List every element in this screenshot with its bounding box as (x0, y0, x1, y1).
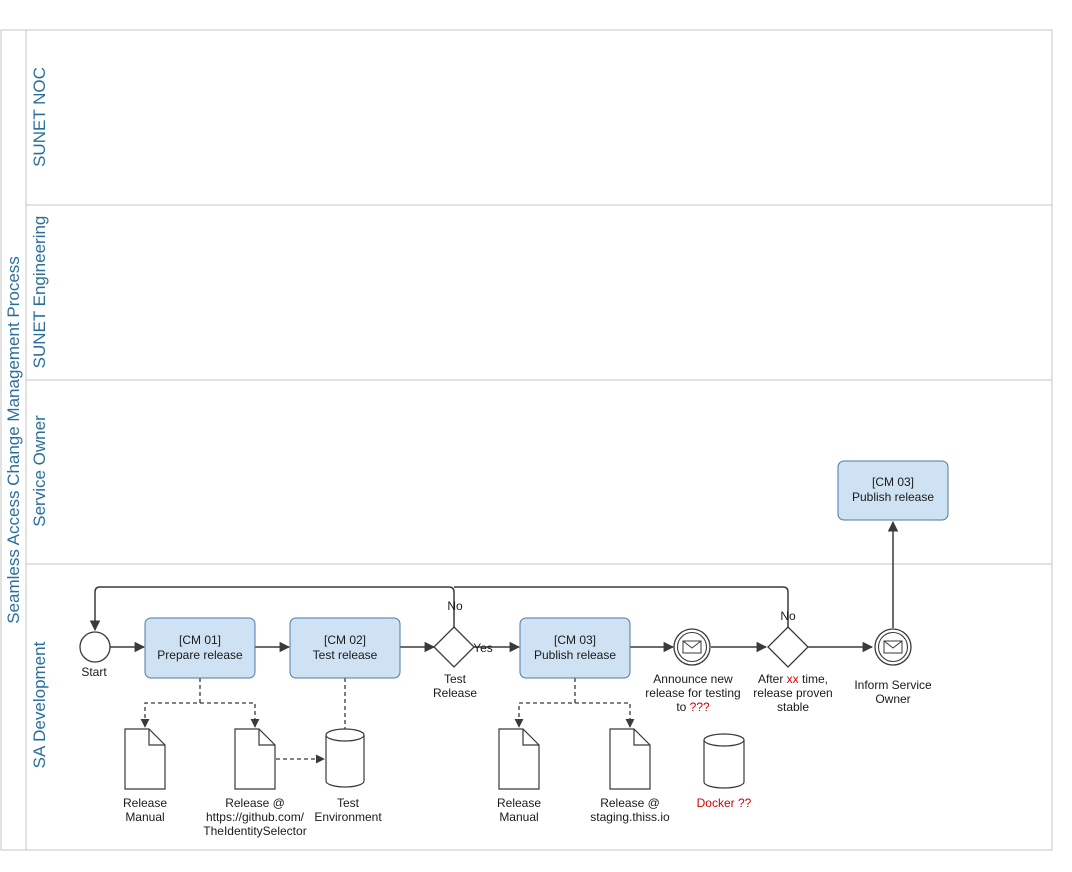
inform-label-2: Owner (875, 692, 910, 706)
datastore-docker[interactable] (703, 733, 745, 789)
task-cm03-owner-id: [CM 03] (872, 475, 914, 489)
task-cm01-label: Prepare release (157, 648, 243, 662)
gateway-after-time-label-2: release proven (753, 686, 832, 700)
datastore-test-environment[interactable] (325, 728, 365, 788)
task-cm03-dev-label: Publish release (534, 648, 616, 662)
gateway-after-time-red: xx (787, 672, 799, 686)
task-cm02-label: Test release (313, 648, 378, 662)
document-release-staging[interactable] (609, 728, 651, 790)
release-manual-2-label-2: Manual (499, 810, 538, 824)
release-github-label-2: https://github.com/ (206, 810, 305, 824)
announce-label-1: Announce new (653, 672, 733, 686)
envelope-icon (682, 640, 702, 654)
gateway-test-release[interactable] (433, 626, 475, 668)
start-label: Start (81, 665, 107, 679)
lane-title-sunet-noc: SUNET NOC (30, 67, 49, 167)
release-manual-2-label-1: Release (497, 796, 541, 810)
envelope-icon (883, 640, 903, 654)
association-flows (140, 678, 635, 764)
pool (0, 29, 1053, 851)
release-manual-1-label-1: Release (123, 796, 167, 810)
pool-title: Seamless Access Change Management Proces… (4, 256, 23, 624)
gateway-test-release-label-1: Test (444, 672, 467, 686)
test-environment-label-2: Environment (314, 810, 382, 824)
docker-label: Docker ?? (697, 796, 752, 810)
gateway-after-time-prefix: After (758, 672, 787, 686)
document-release-manual-1[interactable] (124, 728, 166, 790)
document-release-github[interactable] (234, 728, 276, 790)
announce-label-3-red: ??? (690, 700, 710, 714)
message-event-inform[interactable] (874, 628, 912, 666)
gateway-after-time-label-3: stable (777, 700, 809, 714)
document-release-manual-2[interactable] (498, 728, 540, 790)
gateway-test-release-no: No (447, 599, 463, 613)
test-environment-label-1: Test (337, 796, 360, 810)
task-cm03-owner-label: Publish release (852, 490, 934, 504)
announce-label-2: release for testing (645, 686, 740, 700)
task-cm03-publish-release-dev[interactable]: [CM 03] Publish release (519, 617, 631, 679)
message-event-announce[interactable] (673, 628, 711, 666)
task-cm02-test-release[interactable]: [CM 02] Test release (289, 617, 401, 679)
start-event[interactable] (79, 631, 111, 663)
announce-label-3-prefix: to (676, 700, 689, 714)
gateway-after-time-no: No (780, 609, 796, 623)
lane-title-sunet-engineering: SUNET Engineering (30, 216, 49, 369)
gateway-after-time-label-1: After xx time, (758, 672, 828, 686)
release-staging-label-2: staging.thiss.io (590, 810, 670, 824)
gateway-after-time[interactable] (767, 626, 809, 668)
task-cm03-dev-id: [CM 03] (554, 633, 596, 647)
task-cm01-prepare-release[interactable]: [CM 01] Prepare release (144, 617, 256, 679)
release-github-label-3: TheIdentitySelector (203, 824, 306, 838)
task-cm03-publish-release-owner[interactable]: [CM 03] Publish release (837, 460, 949, 521)
task-cm01-id: [CM 01] (179, 633, 221, 647)
inform-label-1: Inform Service (854, 678, 932, 692)
lane-title-sa-development: SA Development (30, 641, 49, 768)
release-staging-label-1: Release @ (600, 796, 660, 810)
gateway-test-release-yes: Yes (473, 641, 493, 655)
release-manual-1-label-2: Manual (125, 810, 164, 824)
announce-label-3: to ??? (676, 700, 710, 714)
gateway-test-release-label-2: Release (433, 686, 477, 700)
release-github-label-1: Release @ (225, 796, 285, 810)
task-cm02-id: [CM 02] (324, 633, 366, 647)
sequence-flows (89, 520, 899, 653)
gateway-after-time-suffix: time, (799, 672, 828, 686)
lane-title-service-owner: Service Owner (30, 415, 49, 527)
